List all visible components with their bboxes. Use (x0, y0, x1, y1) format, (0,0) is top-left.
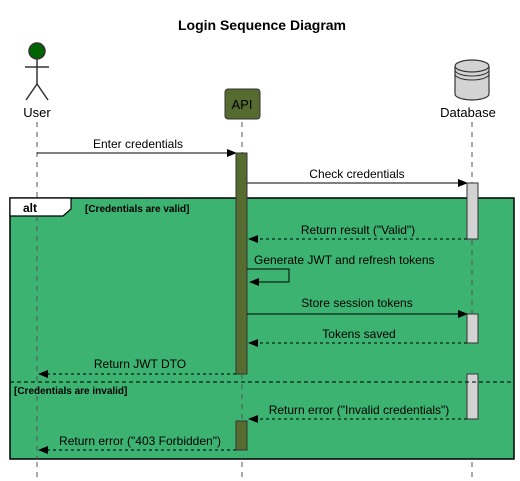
activation-bar-db (466, 182, 479, 240)
message-label: Return error ("Invalid credentials") (269, 403, 450, 417)
message-label: Return result ("Valid") (301, 223, 415, 237)
alt-keyword: alt (23, 201, 37, 215)
participant-label-api: API (232, 97, 253, 112)
activation-bar-db (466, 313, 479, 344)
message-label: Generate JWT and refresh tokens (254, 253, 435, 267)
message-label: Return error ("403 Forbidden") (59, 434, 221, 448)
participant-label-database: Database (440, 105, 496, 120)
actor-user-icon (25, 42, 49, 101)
activation-bar-api (235, 420, 248, 451)
message-label: Store session tokens (301, 296, 412, 310)
database-icon (454, 59, 490, 101)
self-message-arrow (247, 268, 290, 286)
activation-bar-api (235, 152, 248, 375)
diagram-title: Login Sequence Diagram (178, 17, 346, 33)
alt-guard-valid: [Credentials are valid] (85, 204, 189, 215)
alt-fragment (9, 197, 515, 460)
alt-fragment-tab (9, 197, 72, 217)
message-label: Check credentials (309, 167, 404, 181)
message-label: Enter credentials (93, 137, 183, 151)
activation-bar-db (466, 373, 479, 420)
alt-guard-invalid: [Credentials are invalid] (14, 386, 127, 397)
message-label: Return JWT DTO (94, 357, 186, 371)
participant-box-api (224, 88, 261, 120)
message-label: Tokens saved (322, 327, 395, 341)
participant-label-user: User (23, 105, 51, 120)
